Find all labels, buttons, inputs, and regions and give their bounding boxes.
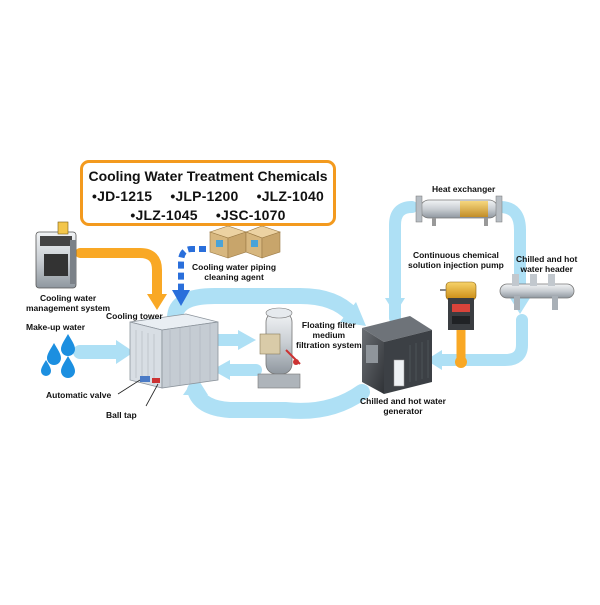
cleaning-agent-boxes: [209, 225, 281, 259]
chemical-item: •JLZ-1040: [256, 188, 324, 204]
water-generator: [362, 316, 432, 394]
water-drop-icons: [41, 334, 75, 378]
heat-exchanger: [415, 195, 503, 226]
chemical-feed-flow: [75, 248, 162, 301]
cooling-tower-label: Cooling tower: [106, 311, 163, 321]
chemical-item: •JD-1215: [92, 188, 153, 204]
generator-to-hx-flow: [389, 201, 418, 324]
heat-exchanger-label: Heat exchanger: [432, 184, 496, 194]
piping-cleaning-label: Cooling water piping cleaning agent: [192, 262, 277, 282]
generator-to-tower-flow: [187, 382, 370, 419]
tower-to-generator-arrowhead: [340, 302, 366, 326]
cleaning-dashed-flow: [178, 246, 206, 292]
tower-to-generator-flow: [167, 288, 360, 326]
injection-pump: [440, 281, 477, 330]
chemical-item: •JLZ-1045: [130, 207, 198, 223]
filtration-system: [257, 307, 301, 389]
management-system-cabinet: [35, 221, 77, 289]
chemicals-callout: Cooling Water Treatment Chemicals •JD-12…: [80, 160, 336, 226]
tower-to-filter-arrowhead: [238, 330, 256, 350]
automatic-valve-label: Automatic valve: [46, 390, 112, 400]
water-header-label: Chilled and hot water header: [516, 254, 578, 274]
header-to-generator-flow: [434, 314, 528, 366]
header-to-generator-arrowhead: [426, 350, 442, 370]
water-drop-icon: [61, 334, 75, 356]
leader-lines: [117, 379, 159, 407]
chemical-item: •JLP-1200: [170, 188, 239, 204]
filter-to-tower-arrowhead: [212, 360, 230, 380]
management-system-label: Cooling water management system: [26, 293, 111, 313]
generator-to-tower-arrowhead: [183, 376, 208, 395]
water-drop-icon: [41, 360, 51, 376]
chemicals-title: Cooling Water Treatment Chemicals: [88, 168, 328, 184]
water-flows: [73, 201, 530, 419]
water-drop-icon: [47, 343, 61, 365]
cleaning-arrowhead: [172, 290, 190, 306]
ball-tap-label: Ball tap: [106, 410, 137, 420]
chemical-feed-arrowhead: [147, 294, 167, 310]
water-drop-icon: [61, 356, 75, 378]
chemicals-row-1: •JD-1215 •JLP-1200 •JLZ-1040: [83, 188, 333, 204]
hx-return-arrowhead: [385, 298, 405, 314]
cleaning-agent-flow: [172, 246, 206, 306]
makeup-water-label: Make-up water: [26, 322, 86, 332]
cooling-tower: [129, 313, 219, 389]
pump-injection-end: [455, 356, 467, 368]
injection-pump-label: Continuous chemical solution injection p…: [408, 250, 504, 270]
chemicals-row-2: •JLZ-1045 •JSC-1070: [83, 207, 333, 223]
generator-label: Chilled and hot water generator: [360, 396, 446, 416]
filtration-system-label: Floating filter medium filtration system: [296, 320, 362, 350]
water-header: [499, 274, 575, 310]
makeup-arrowhead: [116, 340, 134, 364]
hx-to-header-flow: [494, 201, 526, 306]
chemical-item: •JSC-1070: [215, 207, 286, 223]
